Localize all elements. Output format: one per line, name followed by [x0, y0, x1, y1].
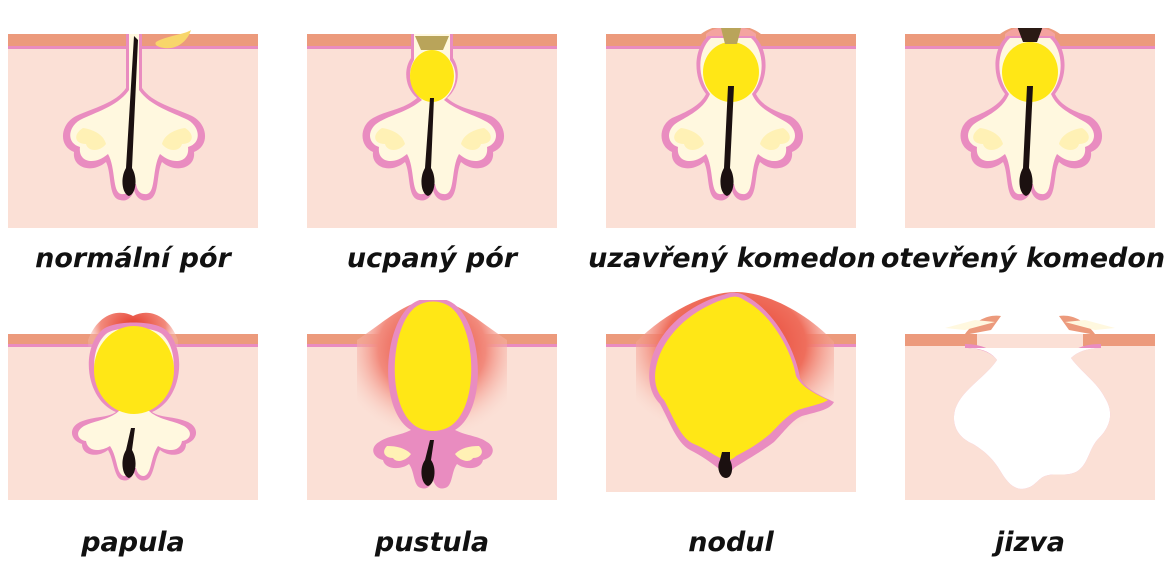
normal-pore-illustration	[8, 28, 258, 228]
label-clogged-pore: ucpaný pór	[307, 243, 557, 274]
panel-papule	[8, 300, 258, 500]
pus-core	[94, 326, 174, 414]
pus-core	[395, 302, 472, 432]
pustule-illustration	[307, 300, 557, 500]
closed-comedone-illustration	[606, 28, 856, 228]
pore-plug	[415, 36, 449, 50]
panel-nodule	[606, 292, 856, 492]
panel-normal-pore	[8, 28, 258, 228]
scar-illustration	[905, 300, 1155, 500]
nodule-illustration	[606, 292, 856, 492]
label-open-comedone: otevřený komedon	[878, 243, 1168, 274]
label-closed-comedone: uzavřený komedon	[587, 243, 877, 274]
clogged-pore-illustration	[307, 28, 557, 228]
label-normal-pore: normální pór	[8, 243, 258, 274]
panel-scar	[905, 300, 1155, 500]
open-comedone-illustration	[905, 28, 1155, 228]
label-papule: papula	[8, 527, 258, 558]
panel-open-comedone	[905, 28, 1155, 228]
epidermis-right-band	[1083, 334, 1155, 346]
papule-illustration	[8, 300, 258, 500]
label-scar: jizva	[905, 527, 1155, 558]
label-nodule: nodul	[606, 527, 856, 558]
panel-closed-comedone	[606, 28, 856, 228]
panel-clogged-pore	[307, 28, 557, 228]
sebum-plug	[410, 50, 454, 102]
label-pustule: pustula	[307, 527, 557, 558]
panel-pustule	[307, 300, 557, 500]
